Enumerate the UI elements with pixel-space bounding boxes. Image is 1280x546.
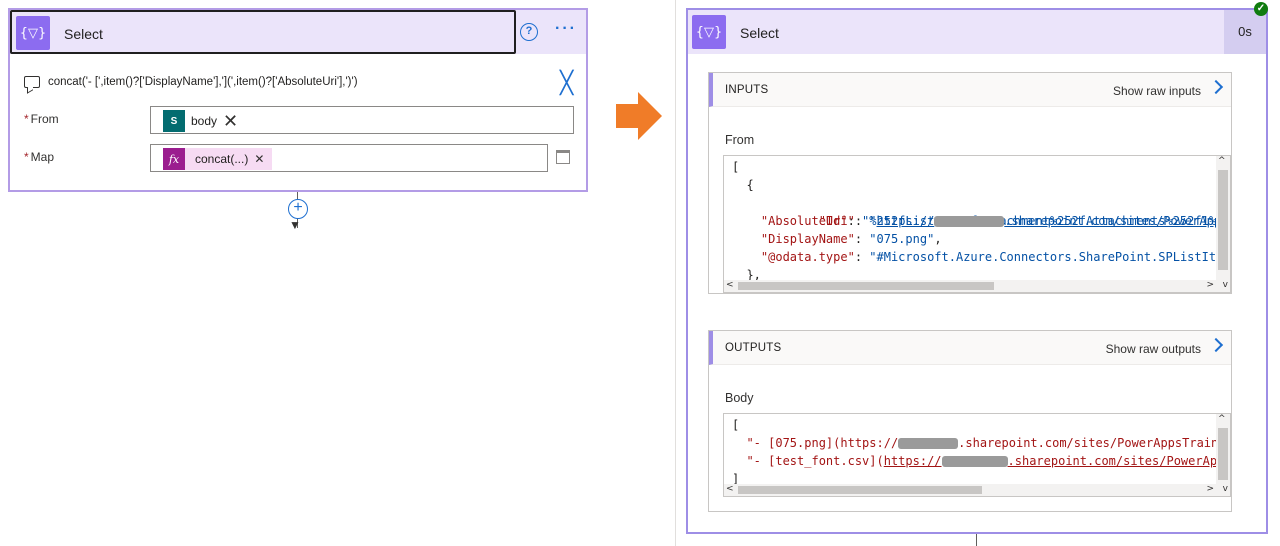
code-line: "Id": "%252fLists%252fAttachment%252fAtt…	[789, 214, 1230, 228]
select-action-card-editor[interactable]: {▽} Select ? ··· concat('- [',item()?['D…	[8, 8, 588, 192]
inputs-from-label: From	[725, 133, 755, 147]
code-line: ]	[732, 472, 740, 486]
fx-icon: fx	[163, 148, 185, 170]
from-token-label: body	[191, 114, 218, 128]
required-marker: *	[24, 150, 29, 164]
code-line: {	[732, 178, 754, 192]
vertical-scrollbar[interactable]: ^	[1216, 414, 1230, 496]
output-text: .sharepoint.com/sites/PowerAppsTrain	[958, 436, 1219, 450]
horizontal-scrollbar[interactable]: < > v	[724, 484, 1230, 496]
show-raw-outputs-link[interactable]: Show raw outputs	[1105, 342, 1201, 356]
outputs-header[interactable]: OUTPUTS Show raw outputs	[709, 331, 1231, 365]
action-title[interactable]: Select	[64, 26, 103, 42]
output-link[interactable]: .sharepoint.com/sites/PowerApp	[1007, 454, 1225, 468]
chevron-right-icon[interactable]	[1208, 79, 1224, 95]
select-action-card-run[interactable]: {▽} Select 0s INPUTS Show raw inputs Fro…	[686, 8, 1268, 534]
data-operation-icon: {▽}	[16, 16, 50, 50]
help-icon[interactable]: ?	[520, 23, 538, 41]
code-line: "- [075.png](https:// .sharepoint.com/sit…	[732, 434, 1218, 452]
comment-row: concat('- [',item()?['DisplayName'],']('…	[24, 70, 576, 95]
data-operation-icon: {▽}	[692, 15, 726, 49]
action-header[interactable]: {▽} Select ? ···	[10, 10, 586, 54]
show-raw-inputs-link[interactable]: Show raw inputs	[1112, 84, 1201, 98]
outputs-code-viewer[interactable]: [ "- [075.png](https:// .sharepoint.com/s…	[723, 413, 1231, 497]
from-label: *From	[24, 112, 59, 126]
arrow-right-icon	[616, 92, 662, 140]
outputs-body-label: Body	[725, 391, 754, 405]
arrow-down-icon: ▼	[289, 218, 301, 232]
close-comment-icon[interactable]: ╳	[560, 70, 574, 95]
code-line: },	[732, 268, 761, 282]
inputs-section: INPUTS Show raw inputs From [ { "Id": "%…	[708, 72, 1232, 294]
vertical-scrollbar[interactable]: ^	[1216, 156, 1230, 292]
code-line: "@odata.type": "#Microsoft.Azure.Connect…	[732, 250, 1217, 264]
map-label: *Map	[24, 150, 54, 164]
output-text: "- [075.png](https://	[746, 436, 899, 450]
map-input[interactable]: fx concat(...) ✕	[150, 144, 548, 172]
inputs-header[interactable]: INPUTS Show raw inputs	[709, 73, 1231, 107]
map-token-label: concat(...)	[195, 152, 249, 166]
from-label-text: From	[30, 112, 59, 126]
map-label-text: Map	[30, 150, 55, 164]
more-options-icon[interactable]: ···	[555, 20, 577, 37]
run-action-header[interactable]: {▽} Select 0s	[688, 10, 1266, 54]
outputs-title: OUTPUTS	[725, 342, 782, 354]
horizontal-scrollbar[interactable]: < > v	[724, 280, 1230, 292]
from-token[interactable]: S body ✕	[163, 110, 238, 132]
inputs-title: INPUTS	[725, 84, 769, 96]
success-check-icon: ✓	[1254, 2, 1268, 16]
switch-map-mode-icon[interactable]	[556, 150, 570, 164]
remove-token-icon[interactable]: ✕	[223, 110, 239, 131]
required-marker: *	[24, 112, 29, 126]
sharepoint-icon: S	[163, 110, 185, 132]
inputs-code-viewer[interactable]: [ { "Id": "%252fLists%252fAttachment%252…	[723, 155, 1231, 293]
remove-token-icon[interactable]: ✕	[254, 152, 265, 166]
add-step-icon[interactable]: +	[288, 199, 308, 219]
output-link[interactable]: https://	[883, 454, 942, 468]
output-text: "- [test_font.csv](	[746, 454, 884, 468]
action-title-box[interactable]: {▽} Select	[10, 10, 516, 54]
code-line: "DisplayName": "075.png",	[732, 232, 942, 246]
map-token[interactable]: fx concat(...) ✕	[163, 148, 273, 170]
code-line: "AbsoluteUri": "https://.sharepoint.com/…	[732, 214, 1229, 228]
panel-divider	[675, 0, 676, 546]
connector-line	[976, 534, 977, 546]
code-line: [	[732, 418, 740, 432]
uri-text[interactable]: .sharepoint.com/sites/PowerApps	[1004, 214, 1229, 228]
comment-text[interactable]: concat('- [',item()?['DisplayName'],']('…	[48, 76, 358, 88]
run-action-title: Select	[740, 25, 779, 41]
from-input[interactable]: S body ✕	[150, 106, 574, 134]
outputs-section: OUTPUTS Show raw outputs Body [ "- [075.…	[708, 330, 1232, 512]
code-line: [	[732, 160, 740, 174]
code-line: "- [test_font.csv](https:// .sharepoint.c…	[732, 452, 1224, 470]
run-duration: 0s	[1224, 10, 1266, 54]
chevron-right-icon[interactable]	[1208, 337, 1224, 353]
comment-icon	[24, 76, 40, 88]
